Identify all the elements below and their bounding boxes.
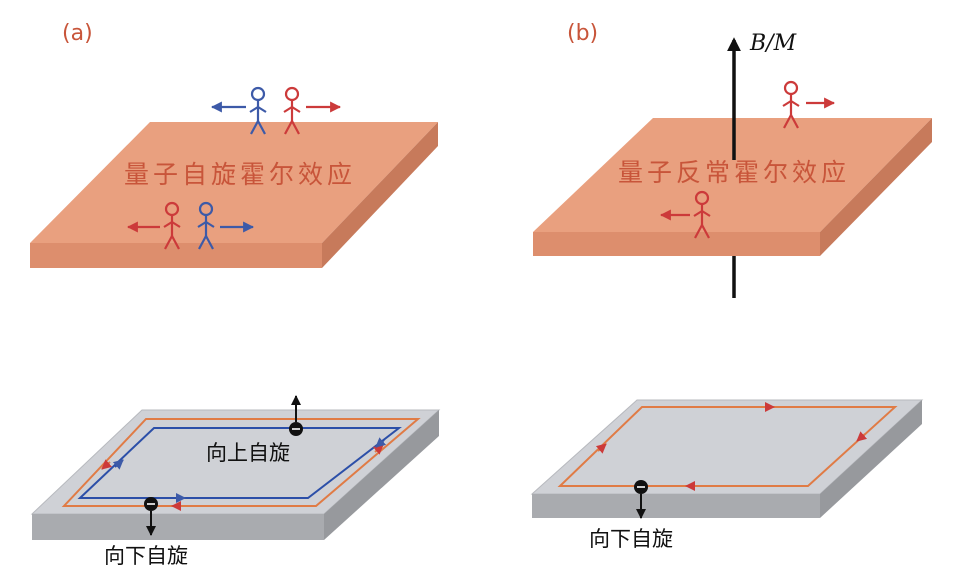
spin-up-label: 向上自旋	[206, 441, 290, 465]
slab-b	[533, 118, 932, 256]
slab-b-front	[533, 232, 820, 256]
edge-arrow-orange	[101, 459, 113, 470]
panel-a-top: (a) 量子自旋霍尔效应	[30, 21, 438, 268]
edge-channel-blue	[77, 427, 402, 499]
panel-b-top: (b) B/M 量子反常霍尔效应	[533, 21, 932, 298]
spin-down-label-b: 向下自旋	[589, 527, 673, 551]
grey-slab-a-side	[324, 410, 439, 540]
slab-b-top	[533, 118, 932, 232]
slab-a-front	[30, 243, 322, 268]
edge-arrow-orange	[856, 431, 868, 442]
slab-a-side	[322, 122, 438, 268]
panel-b-bottom: 向下自旋	[530, 399, 924, 551]
slab-a	[30, 122, 438, 268]
grey-slab-b-top	[530, 399, 924, 495]
edge-channel-orange	[61, 418, 421, 507]
field-label: B/M	[749, 31, 797, 56]
edge-arrow-blue	[375, 437, 387, 448]
edge-arrow-orange	[595, 443, 607, 454]
panel-a-bottom: 向上自旋 向下自旋	[30, 395, 441, 568]
spin-down-label: 向下自旋	[104, 544, 188, 568]
slab-b-title: 量子反常霍尔效应	[618, 158, 850, 187]
slab-a-title: 量子自旋霍尔效应	[124, 160, 356, 189]
edge-arrow-blue	[112, 459, 124, 470]
grey-slab-a-front	[32, 514, 324, 540]
grey-slab-b	[530, 399, 924, 518]
slab-a-top	[30, 122, 438, 243]
panel-a-tag: (a)	[62, 21, 93, 46]
grey-slab-b-front	[532, 494, 820, 518]
panel-b-tag: (b)	[567, 21, 598, 46]
edge-channel-orange	[557, 406, 898, 487]
slab-b-side	[820, 118, 932, 256]
grey-slab-b-side	[820, 400, 922, 518]
